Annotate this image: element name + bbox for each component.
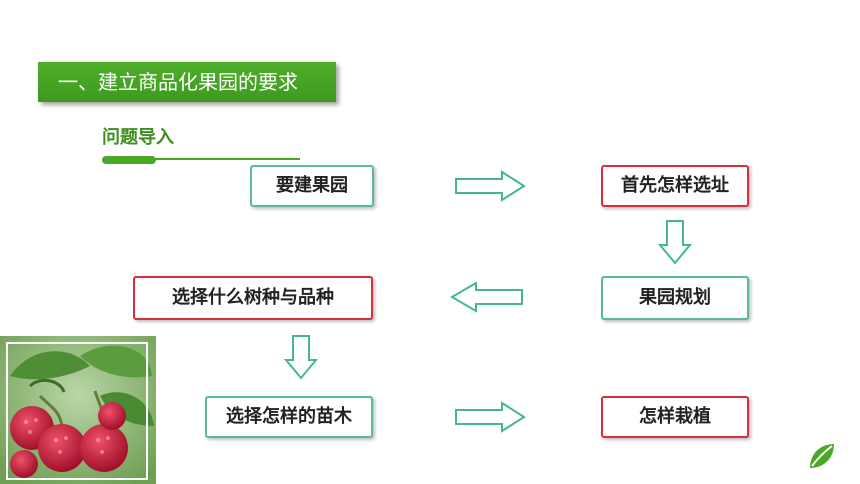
box-site-selection-label: 首先怎样选址 <box>621 175 729 196</box>
section-title: 一、建立商品化果园的要求 <box>58 70 298 94</box>
down-arrow-icon <box>658 220 692 265</box>
box-choose-varieties-label: 选择什么树种与品种 <box>172 287 334 308</box>
raspberry-illustration <box>0 336 156 484</box>
right-arrow-icon <box>455 401 526 433</box>
down-arrow-icon <box>284 335 318 380</box>
raspberry-photo <box>0 336 156 484</box>
left-arrow-icon <box>450 281 523 313</box>
subheading-underline-accent <box>102 156 156 164</box>
box-build-orchard-label: 要建果园 <box>276 175 348 196</box>
box-site-selection: 首先怎样选址 <box>601 165 749 207</box>
box-orchard-planning-label: 果园规划 <box>639 287 711 308</box>
box-how-to-plant-label: 怎样栽植 <box>639 406 711 427</box>
box-how-to-plant: 怎样栽植 <box>601 396 749 438</box>
box-choose-seedlings: 选择怎样的苗木 <box>205 396 373 438</box>
right-arrow-icon <box>455 170 526 202</box>
box-choose-seedlings-label: 选择怎样的苗木 <box>226 406 352 427</box>
subheading: 问题导入 <box>102 127 174 148</box>
box-orchard-planning: 果园规划 <box>601 276 749 320</box>
leaf-logo-icon <box>810 444 834 468</box>
subheading-underline <box>150 158 300 160</box>
box-choose-varieties: 选择什么树种与品种 <box>133 276 373 320</box>
photo-frame <box>6 342 148 480</box>
section-header: 一、建立商品化果园的要求 <box>38 62 336 102</box>
box-build-orchard: 要建果园 <box>250 165 374 207</box>
